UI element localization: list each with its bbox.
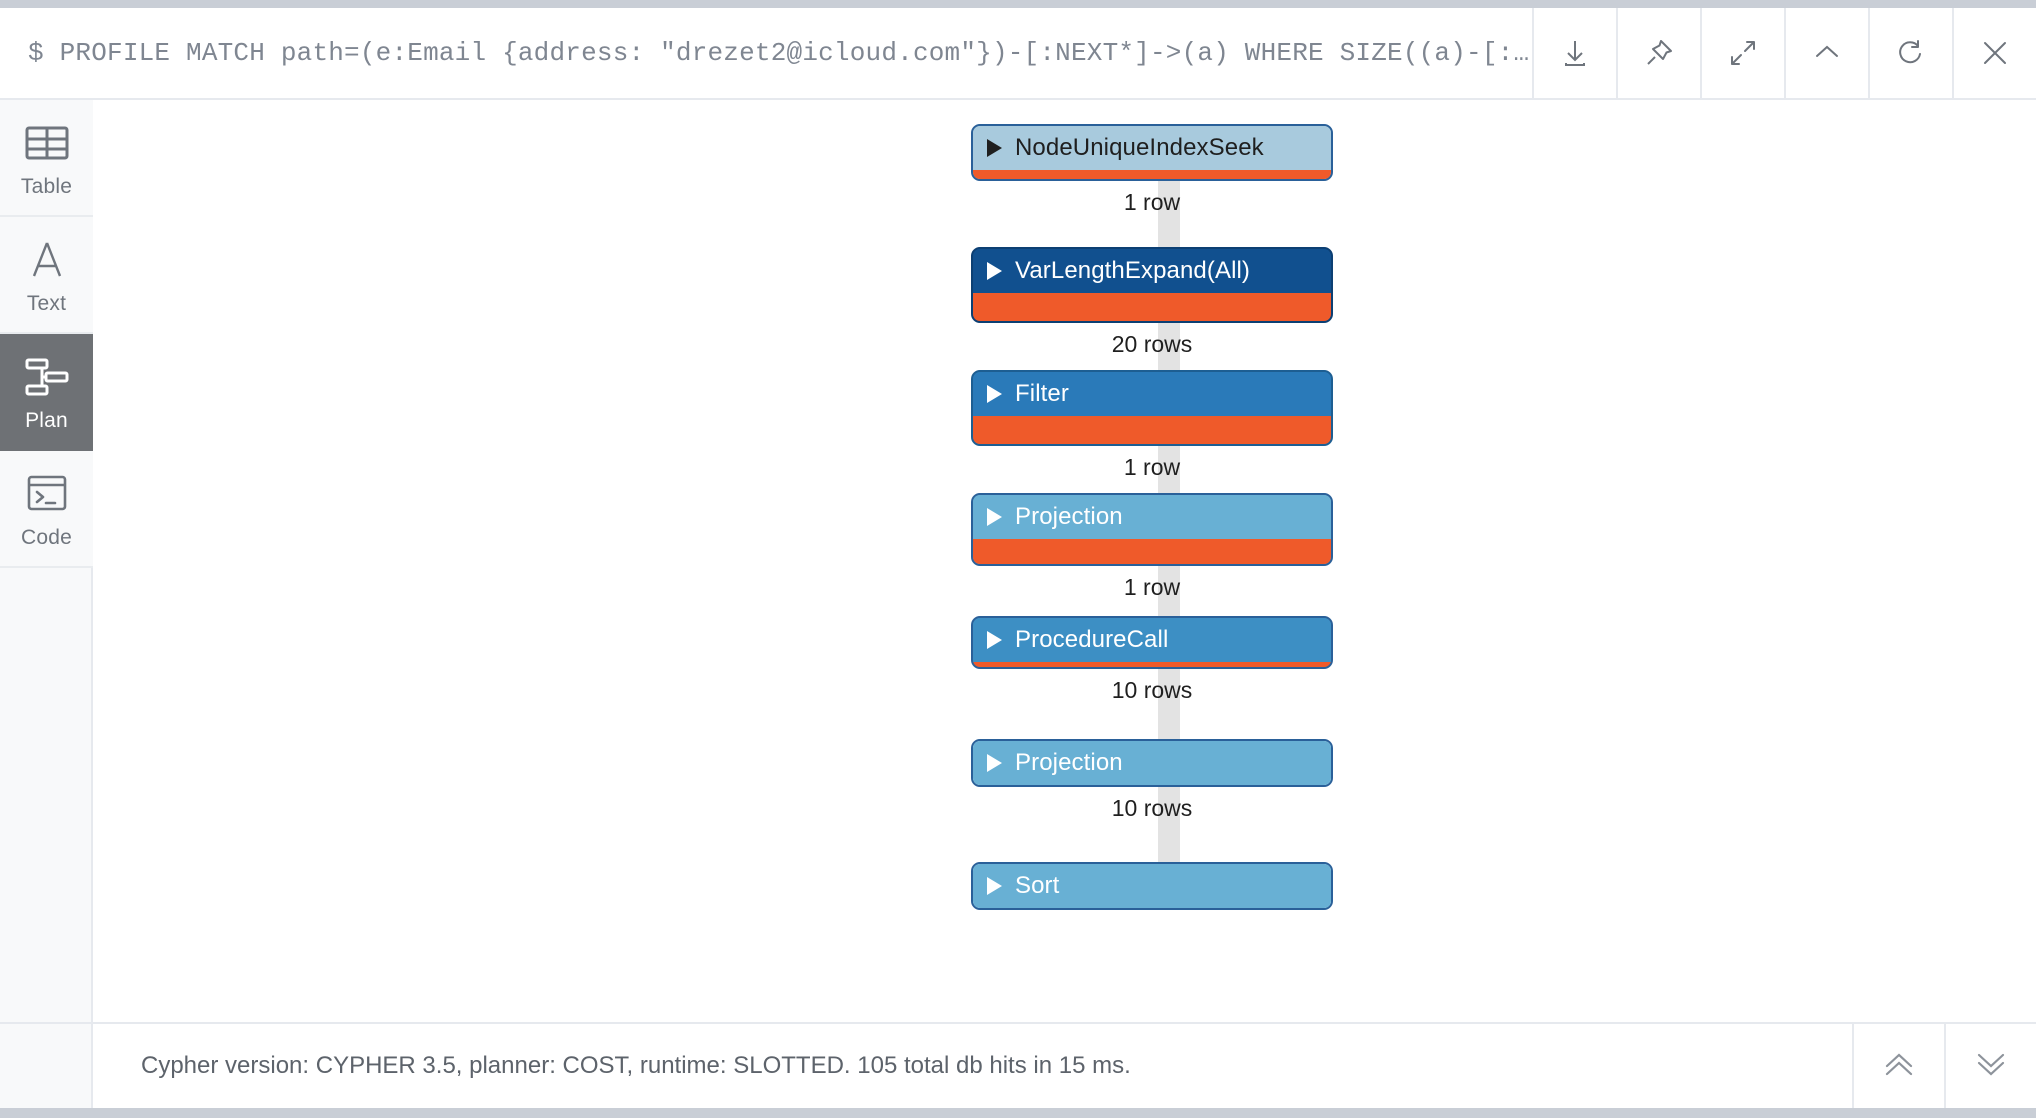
- plan-node[interactable]: Projection: [971, 493, 1333, 566]
- status-bar-spacer: [0, 1024, 93, 1108]
- pin-button[interactable]: [1616, 8, 1700, 98]
- sidebar-item-label: Table: [20, 174, 73, 198]
- status-message: Cypher version: CYPHER 3.5, planner: COS…: [141, 1052, 1131, 1079]
- plan-node-label: Sort: [1015, 872, 1060, 899]
- chevron-up-icon: [1810, 36, 1844, 70]
- plan-node[interactable]: ProcedureCall: [971, 616, 1333, 669]
- plan-node-label: VarLengthExpand(All): [1015, 257, 1251, 284]
- plan-node-header[interactable]: Projection: [973, 495, 1331, 539]
- plan-connector: [1158, 315, 1180, 374]
- plan-node-rows-label: 10 rows: [1111, 677, 1193, 703]
- sidebar-item-code[interactable]: Code: [0, 451, 93, 568]
- plan-node-rows-label: 10 rows: [1111, 795, 1193, 821]
- plan-node[interactable]: Projection: [971, 739, 1333, 787]
- plan-node-rows-label: 1 row: [1123, 454, 1181, 480]
- plan-connector: [1158, 438, 1180, 497]
- plan-connector: [1158, 173, 1180, 251]
- close-button[interactable]: [1952, 8, 2036, 98]
- sidebar-item-label: Code: [20, 525, 72, 549]
- plan-connector: [1158, 779, 1180, 866]
- chevrons-up-icon: [1879, 1044, 1919, 1089]
- expand-triangle-icon[interactable]: [987, 508, 1002, 526]
- download-button[interactable]: [1532, 8, 1616, 98]
- plan-node[interactable]: Sort: [971, 862, 1333, 910]
- scroll-to-top-button[interactable]: [1852, 1024, 1944, 1108]
- plan-connector: [1158, 558, 1180, 620]
- plan-node-label: Filter: [1015, 380, 1069, 407]
- rerun-button[interactable]: [1868, 8, 1952, 98]
- chevrons-down-icon: [1971, 1044, 2011, 1089]
- plan-node-header[interactable]: Sort: [973, 864, 1331, 908]
- sidebar-item-label: Text: [26, 291, 67, 315]
- plan-node-header[interactable]: ProcedureCall: [973, 618, 1331, 662]
- plan-connector: [1158, 661, 1180, 743]
- sidebar-item-plan[interactable]: Plan: [0, 334, 93, 451]
- expand-button[interactable]: [1700, 8, 1784, 98]
- collapse-button[interactable]: [1784, 8, 1868, 98]
- expand-triangle-icon[interactable]: [987, 262, 1002, 280]
- result-header: $ PROFILE MATCH path=(e:Email {address: …: [0, 8, 2036, 100]
- text-icon: [24, 234, 70, 286]
- plan-node-dbhits-bar: [973, 539, 1331, 564]
- header-actions: [1532, 8, 2036, 98]
- plan-node-label: Projection: [1015, 749, 1123, 776]
- sidebar-item-text[interactable]: Text: [0, 217, 93, 334]
- plan-node-header[interactable]: Filter: [973, 372, 1331, 416]
- expand-triangle-icon[interactable]: [987, 754, 1002, 772]
- plan-node[interactable]: NodeUniqueIndexSeek: [971, 124, 1333, 181]
- status-bar: Cypher version: CYPHER 3.5, planner: COS…: [0, 1022, 2036, 1108]
- plan-node-header[interactable]: NodeUniqueIndexSeek: [973, 126, 1331, 170]
- scroll-to-bottom-button[interactable]: [1944, 1024, 2036, 1108]
- plan-node-dbhits-bar: [973, 170, 1331, 179]
- query-text: $ PROFILE MATCH path=(e:Email {address: …: [28, 38, 1530, 68]
- table-icon: [24, 117, 70, 169]
- plan-node-header[interactable]: Projection: [973, 741, 1331, 785]
- status-actions: [1852, 1024, 2036, 1108]
- plan-node[interactable]: Filter: [971, 370, 1333, 446]
- close-icon: [1978, 36, 2012, 70]
- plan-node-label: ProcedureCall: [1015, 626, 1169, 653]
- expand-triangle-icon[interactable]: [987, 139, 1002, 157]
- sidebar-item-table[interactable]: Table: [0, 100, 93, 217]
- plan-node-dbhits-bar: [973, 416, 1331, 444]
- status-message-wrap: Cypher version: CYPHER 3.5, planner: COS…: [93, 1024, 1852, 1108]
- download-icon: [1558, 36, 1592, 70]
- plan-node-label: NodeUniqueIndexSeek: [1015, 134, 1264, 161]
- expand-triangle-icon[interactable]: [987, 877, 1002, 895]
- view-mode-sidebar: Table Text Plan: [0, 100, 93, 1022]
- expand-triangle-icon[interactable]: [987, 631, 1002, 649]
- query-display[interactable]: $ PROFILE MATCH path=(e:Email {address: …: [0, 8, 1532, 98]
- sidebar-item-label: Plan: [25, 408, 68, 432]
- query-result-panel: $ PROFILE MATCH path=(e:Email {address: …: [0, 8, 2036, 1108]
- plan-node-dbhits-bar: [973, 293, 1331, 321]
- plan-node-label: Projection: [1015, 503, 1123, 530]
- plan-node-rows-label: 1 row: [1123, 189, 1181, 215]
- plan-node[interactable]: VarLengthExpand(All): [971, 247, 1333, 323]
- code-icon: [24, 468, 70, 520]
- plan-node-rows-label: 20 rows: [1111, 331, 1193, 357]
- plan-node-rows-label: 1 row: [1123, 574, 1181, 600]
- refresh-icon: [1894, 36, 1928, 70]
- expand-icon: [1726, 36, 1760, 70]
- pin-icon: [1642, 36, 1676, 70]
- plan-icon: [22, 351, 72, 403]
- plan-node-header[interactable]: VarLengthExpand(All): [973, 249, 1331, 293]
- plan-node-dbhits-bar: [973, 662, 1331, 667]
- expand-triangle-icon[interactable]: [987, 385, 1002, 403]
